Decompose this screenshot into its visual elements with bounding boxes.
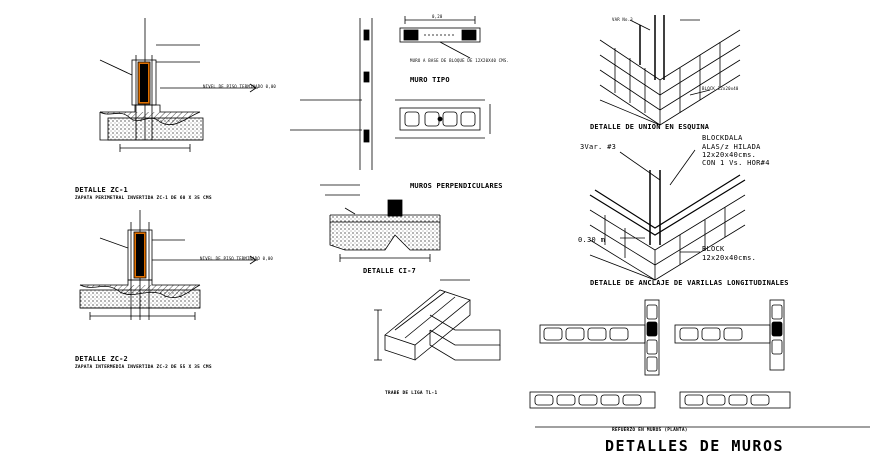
muro-tipo-title: MURO TIPO: [410, 76, 450, 84]
esquina-annotation-size: 12x20x40cms.: [702, 151, 757, 159]
detail-zc2-drawing: [79, 210, 258, 320]
muro-tipo-note: MURO A BASE DE BLOQUE DE 12X20X40 CMS.: [410, 58, 510, 63]
esquina-title: DETALLE DE UNION EN ESQUINA: [590, 123, 710, 131]
zc2-title: DETALLE ZC-2: [75, 355, 128, 363]
drawing-title: DETALLES DE MUROS: [605, 437, 785, 455]
zc2-subtitle: ZAPATA INTERMEDIA INVERTIDA ZC-2 DE 55 X…: [75, 365, 212, 370]
muro-tipo-dim: 0,20: [432, 14, 443, 19]
esquina-var-label: VAR No.3: [612, 17, 633, 22]
esquina-annotation-hilada: ALAS/z HILADA: [702, 143, 761, 151]
esquina-annotation-block-size: 12x20x40cms.: [702, 254, 757, 262]
detail-zc1-drawing: [99, 18, 258, 152]
muro-tipo-plan: [399, 16, 481, 59]
zc1-level-label: NIVEL DE PISO TERMINADO 0,00: [203, 84, 277, 89]
esquina-annotation-var: 3Var. #3: [580, 143, 617, 151]
anclaje-iso: [589, 149, 746, 281]
muro-tipo-section: [395, 99, 491, 139]
muros-perp-title: MUROS PERPENDICULARES: [410, 182, 503, 190]
esquina-annotation-dim: 0.30 m: [578, 236, 606, 244]
zc1-title: DETALLE ZC-1: [75, 186, 128, 194]
muro-tipo-elevation: [290, 18, 373, 170]
zc2-level-label: NIVEL DE PISO TERMINADO 0,00: [200, 256, 274, 261]
esquina-annotation-hor: CON 1 Vs. HOR#4: [702, 159, 770, 167]
esquina-annotation-blockdala: BLOCKDALA: [702, 134, 743, 142]
esquina-block-label: BLOCK 12x20x40: [702, 86, 739, 91]
union-esquina-iso: [599, 15, 741, 126]
detail-ci7-drawing: [320, 184, 441, 262]
anclaje-title: DETALLE DE ANCLAJE DE VARILLAS LONGITUDI…: [590, 279, 789, 287]
ci7-title: DETALLE CI-7: [363, 267, 416, 275]
trabe-liga-iso: [374, 279, 501, 361]
refuerzo-planta-drawings: [529, 299, 870, 428]
zc1-subtitle: ZAPATA PERIMETRAL INVERTIDA ZC-1 DE 60 X…: [75, 196, 212, 201]
trabe-title: TRABE DE LIGA TL-1: [385, 391, 438, 396]
esquina-annotation-block: BLOCK: [702, 245, 725, 253]
refuerzo-subtitle: REFUERZO EN MUROS (PLANTA): [612, 428, 688, 433]
